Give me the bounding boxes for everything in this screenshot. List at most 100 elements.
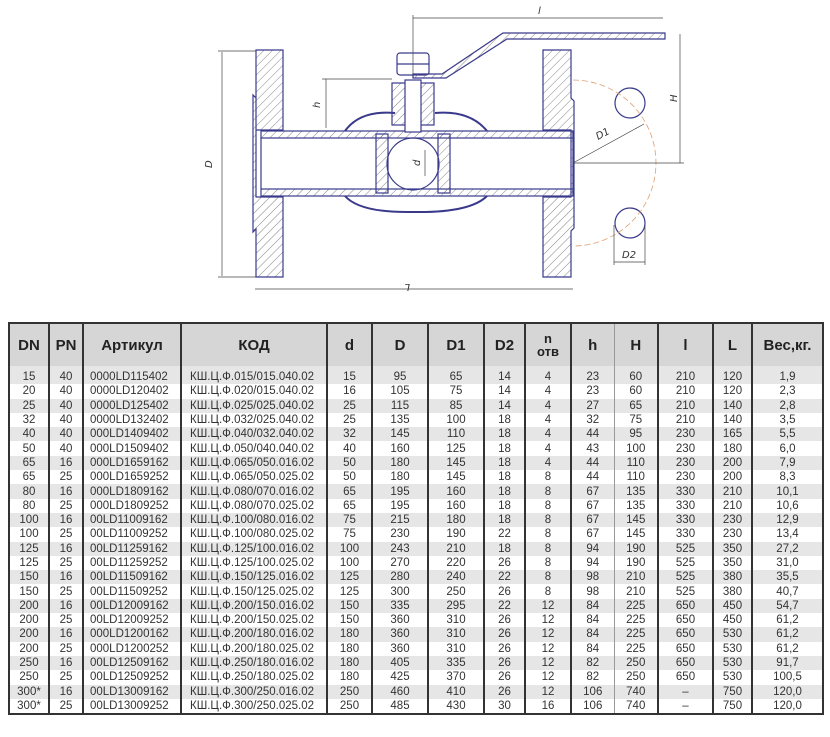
cell-D2: 22 xyxy=(483,527,525,542)
left-flange xyxy=(252,49,284,278)
cell-D1: 75 xyxy=(427,384,484,399)
cell-code: КШ.Ц.Ф.050/040.040.02 xyxy=(180,441,327,456)
cell-article: 00LD12009162 xyxy=(82,598,181,614)
cell-D: 360 xyxy=(371,613,428,628)
cell-D1: 310 xyxy=(427,627,484,642)
cell-n-holes: 12 xyxy=(524,613,571,628)
cell-weight: 2,8 xyxy=(751,398,823,413)
cell-h: 84 xyxy=(570,613,614,628)
cell-D1: 240 xyxy=(427,570,484,585)
cell-n-holes: 8 xyxy=(524,541,571,556)
cell-L: 120 xyxy=(712,366,752,385)
cell-H: 225 xyxy=(613,598,658,614)
cell-H: 740 xyxy=(613,698,658,715)
cell-L: 380 xyxy=(712,570,752,585)
cell-dn: 80 xyxy=(8,484,49,499)
cell-l: 230 xyxy=(657,427,713,442)
cell-H: 225 xyxy=(613,613,658,628)
cell-weight: 1,9 xyxy=(751,366,823,385)
cell-pn: 16 xyxy=(48,484,83,499)
cell-d: 50 xyxy=(326,470,372,485)
cell-n-holes: 4 xyxy=(524,398,571,413)
cell-weight: 7,9 xyxy=(751,455,823,471)
cell-L: 210 xyxy=(712,498,752,513)
valve-body xyxy=(344,111,488,214)
cell-dn: 150 xyxy=(8,584,49,599)
cell-weight: 100,5 xyxy=(751,670,823,685)
cell-D2: 18 xyxy=(483,412,525,428)
cell-n-holes: 16 xyxy=(524,698,571,715)
cell-H: 60 xyxy=(613,384,658,399)
cell-article: 00LD12509252 xyxy=(82,670,181,685)
cell-D: 230 xyxy=(371,527,428,542)
cell-code: КШ.Ц.Ф.032/025.040.02 xyxy=(180,412,327,428)
cell-d: 16 xyxy=(326,384,372,399)
cell-dn: 32 xyxy=(8,412,49,428)
cell-dn: 100 xyxy=(8,527,49,542)
cell-H: 740 xyxy=(613,684,658,699)
cell-d: 65 xyxy=(326,484,372,499)
cell-D1: 100 xyxy=(427,412,484,428)
header-D1: D1 xyxy=(427,323,484,366)
cell-l: 330 xyxy=(657,498,713,513)
cell-D: 485 xyxy=(371,698,428,715)
cell-pn: 40 xyxy=(48,384,83,399)
cell-n-holes: 12 xyxy=(524,670,571,685)
cell-n-holes: 12 xyxy=(524,641,571,656)
cell-l: 650 xyxy=(657,598,713,614)
cell-n-holes: 8 xyxy=(524,484,571,499)
cell-pn: 25 xyxy=(48,641,83,656)
cell-dn: 65 xyxy=(8,470,49,485)
cell-d: 40 xyxy=(326,441,372,456)
cell-h: 67 xyxy=(570,498,614,513)
cell-code: КШ.Ц.Ф.200/180.016.02 xyxy=(180,627,327,642)
cell-article: 00LD12509162 xyxy=(82,655,181,671)
cell-weight: 120,0 xyxy=(751,698,823,715)
cell-H: 250 xyxy=(613,655,658,671)
cell-code: КШ.Ц.Ф.200/150.025.02 xyxy=(180,613,327,628)
cell-h: 23 xyxy=(570,366,614,385)
cell-code: КШ.Ц.Ф.080/070.016.02 xyxy=(180,484,327,499)
cell-h: 94 xyxy=(570,541,614,556)
cell-L: 200 xyxy=(712,455,752,471)
cell-L: 230 xyxy=(712,527,752,542)
cell-n-holes: 4 xyxy=(524,384,571,399)
cell-d: 250 xyxy=(326,698,372,715)
cell-D2: 18 xyxy=(483,512,525,528)
label-d: d xyxy=(412,159,423,166)
cell-d: 125 xyxy=(326,570,372,585)
cell-code: КШ.Ц.Ф.065/050.016.02 xyxy=(180,455,327,471)
cell-D: 195 xyxy=(371,484,428,499)
cell-h: 98 xyxy=(570,584,614,599)
cell-weight: 12,9 xyxy=(751,512,823,528)
cell-D2: 26 xyxy=(483,670,525,685)
cell-pn: 16 xyxy=(48,598,83,614)
cell-h: 67 xyxy=(570,484,614,499)
cell-l: – xyxy=(657,684,713,699)
cell-D1: 160 xyxy=(427,498,484,513)
cell-D: 360 xyxy=(371,641,428,656)
cell-L: 210 xyxy=(712,484,752,499)
header-h: h xyxy=(570,323,614,366)
cell-D: 460 xyxy=(371,684,428,699)
cell-pn: 16 xyxy=(48,512,83,528)
cell-h: 84 xyxy=(570,598,614,614)
cell-H: 190 xyxy=(613,541,658,556)
cell-d: 32 xyxy=(326,427,372,442)
cell-code: КШ.Ц.Ф.150/125.016.02 xyxy=(180,570,327,585)
cell-L: 750 xyxy=(712,698,752,715)
cell-d: 15 xyxy=(326,366,372,385)
cell-L: 350 xyxy=(712,541,752,556)
cell-D: 405 xyxy=(371,655,428,671)
cell-D2: 26 xyxy=(483,684,525,699)
cell-l: 230 xyxy=(657,470,713,485)
cell-h: 67 xyxy=(570,512,614,528)
cell-dn: 200 xyxy=(8,627,49,642)
cell-H: 250 xyxy=(613,670,658,685)
cell-D2: 14 xyxy=(483,398,525,413)
